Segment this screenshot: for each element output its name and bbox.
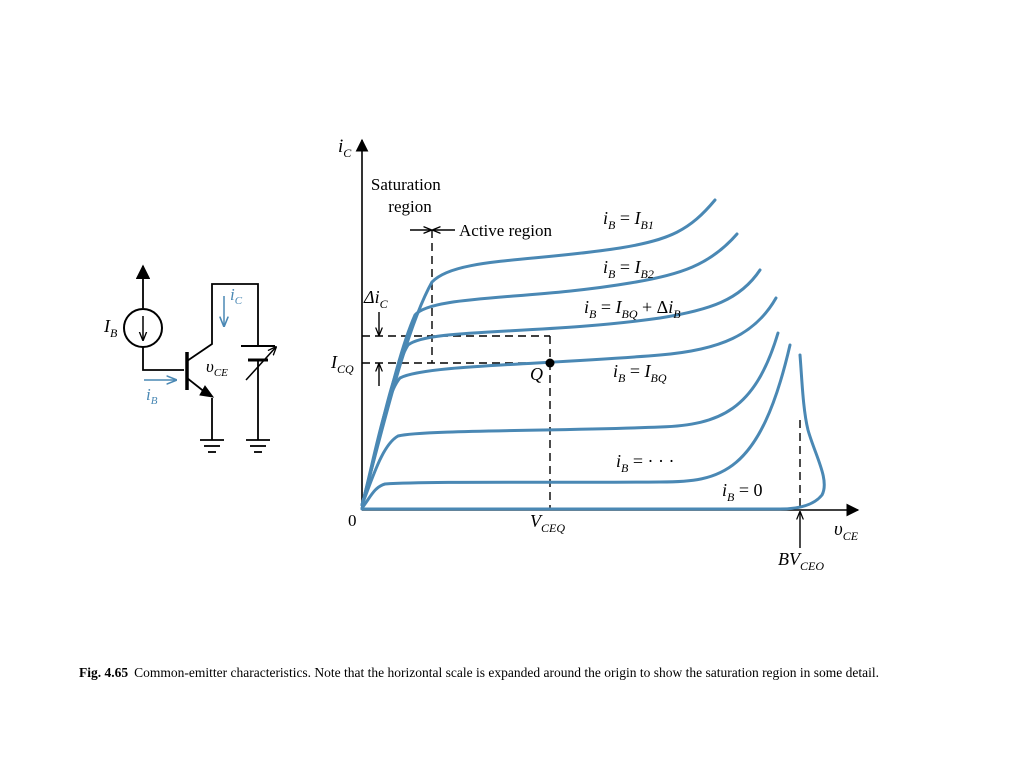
q-label: Q bbox=[530, 364, 543, 384]
region-arrows bbox=[379, 230, 800, 548]
ground-icon bbox=[200, 439, 224, 453]
bvceo-label: BVCEO bbox=[778, 549, 824, 573]
q-point bbox=[545, 358, 555, 368]
curve-label-ib2: iB = IB2 bbox=[603, 257, 654, 281]
curve-ib-zero bbox=[360, 353, 826, 511]
active-region-label: Active region bbox=[459, 221, 552, 240]
icq-label: ICQ bbox=[330, 352, 354, 376]
emitter-arrow-icon bbox=[199, 385, 215, 398]
collector-wire bbox=[186, 283, 259, 362]
x-axis-label: υCE bbox=[834, 519, 859, 543]
characteristic-curves bbox=[360, 198, 826, 511]
y-axis-label: iC bbox=[338, 136, 352, 160]
vceq-label: VCEQ bbox=[530, 511, 565, 535]
curve-ib-mid bbox=[360, 331, 780, 507]
delta-ic-label: ΔiC bbox=[363, 287, 389, 311]
curve-label-ibq: iB = IBQ bbox=[613, 361, 667, 385]
base-wire bbox=[142, 347, 184, 371]
vce-circuit-label: υCE bbox=[206, 357, 228, 379]
ib-arrow-label: iB bbox=[146, 385, 158, 407]
curve-ibq bbox=[360, 296, 778, 507]
caption-text: Common-emitter characteristics. Note tha… bbox=[134, 665, 880, 680]
circuit-schematic bbox=[123, 264, 276, 453]
curve-label-ibq-plus: iB = IBQ + ΔiB bbox=[584, 297, 681, 321]
ib-source-label: IB bbox=[103, 316, 118, 340]
figure: IB iC υCE iB iC υCE 0 Saturation region bbox=[103, 136, 860, 573]
ic-arrow-label: iC bbox=[230, 285, 243, 307]
curve-label-ib-zero: iB = 0 bbox=[722, 480, 763, 504]
ground-icon bbox=[246, 439, 270, 453]
curve-label-ib-dots: iB = · · · bbox=[616, 451, 675, 475]
curve-ib-low bbox=[360, 343, 792, 510]
origin-label: 0 bbox=[348, 511, 357, 530]
figure-caption: Fig. 4.65 Common-emitter characteristics.… bbox=[79, 663, 944, 682]
saturation-region-label: Saturation region bbox=[371, 175, 445, 216]
caption-label: Fig. 4.65 bbox=[79, 665, 129, 680]
curve-label-ib1: iB = IB1 bbox=[603, 208, 654, 232]
